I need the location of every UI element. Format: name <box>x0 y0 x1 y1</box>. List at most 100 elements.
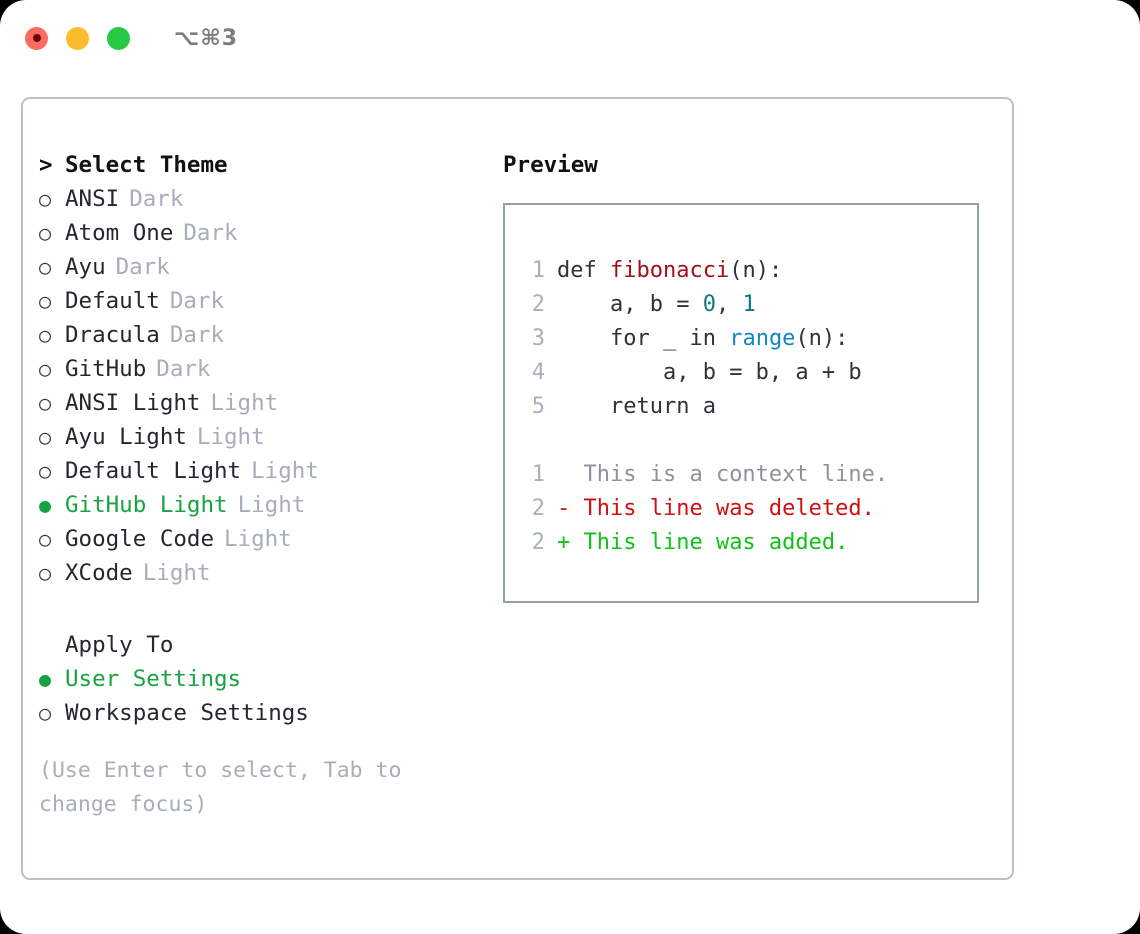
radio-unselected-icon[interactable]: ○ <box>39 425 52 449</box>
theme-list-item[interactable]: ○ Default Dark <box>39 284 479 318</box>
diff-line: 2- This line was deleted. <box>523 491 977 525</box>
code-indent <box>557 292 610 317</box>
code-line-content: return a <box>557 394 716 419</box>
line-number: 2 <box>531 291 545 317</box>
theme-item-label: GitHub <box>65 356 147 382</box>
theme-item-variant-tag: Light <box>237 492 306 518</box>
radio-unselected-icon[interactable]: ○ <box>39 289 52 313</box>
theme-item-label: Dracula <box>65 322 160 348</box>
code-line: 5 return a <box>523 389 977 423</box>
radio-unselected-icon[interactable]: ○ <box>39 701 52 725</box>
code-token-num: 1 <box>742 291 756 317</box>
radio-unselected-icon[interactable]: ○ <box>39 187 52 211</box>
minimize-button[interactable] <box>66 26 89 50</box>
zoom-button[interactable] <box>107 26 130 50</box>
theme-item-variant-tag: Dark <box>129 186 184 212</box>
theme-item-variant-tag: Dark <box>169 288 225 314</box>
close-dot-icon <box>32 34 41 42</box>
code-line-content: for _ in range(n): <box>557 326 848 351</box>
radio-selected-icon[interactable]: ● <box>39 667 52 691</box>
theme-item-label: Ayu Light <box>65 424 187 450</box>
theme-list-item[interactable]: ○ GitHub Dark <box>39 352 479 386</box>
theme-list-header-label: Select Theme <box>65 152 228 178</box>
apply-to-header: ○Apply To <box>39 628 479 662</box>
theme-item-label: Default <box>65 288 160 314</box>
radio-unselected-icon[interactable]: ○ <box>39 323 52 347</box>
line-number: 1 <box>531 257 545 283</box>
code-token-code: a, b = b, a + b <box>662 359 862 385</box>
radio-unselected-icon[interactable]: ○ <box>39 561 52 585</box>
theme-list-item[interactable]: ● GitHub Light Light <box>39 488 479 522</box>
keyboard-hint-text: (Use Enter to select, Tab to change focu… <box>39 758 402 817</box>
diff-line-text: This line was deleted. <box>570 495 875 521</box>
theme-item-variant-tag: Dark <box>169 322 225 348</box>
apply-to-item-label: User Settings <box>65 666 242 692</box>
code-indent <box>557 360 663 385</box>
code-line: 1 def fibonacci(n): <box>523 253 977 287</box>
theme-item-variant-tag: Light <box>251 458 319 484</box>
theme-item-variant-tag: Dark <box>156 356 211 382</box>
code-token-fn: fibonacci <box>609 257 730 283</box>
theme-item-label: XCode <box>65 560 133 586</box>
theme-item-variant-tag: Light <box>142 560 211 586</box>
code-indent <box>557 326 610 351</box>
theme-list-item[interactable]: ○ Atom One Dark <box>39 216 479 250</box>
radio-unselected-icon[interactable]: ○ <box>39 459 52 483</box>
radio-unselected-icon[interactable]: ○ <box>39 255 52 279</box>
title-bar: ⌥⌘3 <box>0 0 1140 76</box>
code-token-code: a, b = <box>609 291 703 317</box>
apply-to-item[interactable]: ○ Workspace Settings <box>39 696 479 730</box>
theme-list-item[interactable]: ○ Ayu Light Light <box>39 420 479 454</box>
radio-unselected-icon[interactable]: ○ <box>39 221 52 245</box>
prompt-caret-icon: > <box>39 151 53 178</box>
close-button[interactable] <box>25 26 48 50</box>
theme-item-variant-tag: Dark <box>115 254 170 280</box>
apply-to-item-label: Workspace Settings <box>65 700 309 726</box>
diff-sample: 1 This is a context line.2- This line wa… <box>523 457 977 559</box>
line-number: 5 <box>531 393 545 419</box>
diff-line: 1 This is a context line. <box>523 457 977 491</box>
code-line-content: a, b = 0, 1 <box>557 292 756 317</box>
line-number: 1 <box>531 461 545 487</box>
theme-item-label: Atom One <box>65 220 174 246</box>
theme-list-item[interactable]: ○ Google Code Light <box>39 522 479 556</box>
theme-list-item[interactable]: ○ XCode Light <box>39 556 479 590</box>
theme-list-header: > Select Theme <box>39 148 479 182</box>
apply-to-marker-placeholder: ○ <box>39 635 65 655</box>
code-indent <box>557 394 610 419</box>
theme-item-label: Google Code <box>65 526 215 552</box>
theme-list-item[interactable]: ○ ANSI Dark <box>39 182 479 216</box>
theme-item-label: Default Light <box>65 458 242 484</box>
code-token-code: (n): <box>795 325 849 351</box>
theme-item-label: ANSI Light <box>65 390 201 416</box>
keyboard-shortcut-label: ⌥⌘3 <box>174 25 239 51</box>
code-token-code: for _ in <box>609 325 730 351</box>
theme-item-label: Ayu <box>65 254 106 280</box>
theme-item-variant-tag: Dark <box>183 220 238 246</box>
apply-to-header-label: Apply To <box>65 632 174 658</box>
radio-selected-icon[interactable]: ● <box>39 493 52 517</box>
code-line-content: def fibonacci(n): <box>557 258 782 283</box>
code-token-num: 0 <box>702 291 716 317</box>
radio-unselected-icon[interactable]: ○ <box>39 357 52 381</box>
diff-line-text: This is a context line. <box>570 461 889 487</box>
theme-list-item[interactable]: ○ Ayu Dark <box>39 250 479 284</box>
theme-list-item[interactable]: ○ Dracula Dark <box>39 318 479 352</box>
theme-item-variant-tag: Light <box>196 424 265 450</box>
apply-to-item[interactable]: ● User Settings <box>39 662 479 696</box>
theme-list-item[interactable]: ○ Default Light Light <box>39 454 479 488</box>
theme-item-label: GitHub Light <box>65 492 228 518</box>
code-token-call: range <box>729 325 796 351</box>
radio-unselected-icon[interactable]: ○ <box>39 527 52 551</box>
line-number: 3 <box>531 325 545 351</box>
theme-item-label: ANSI <box>65 186 120 212</box>
diff-sign: + <box>557 529 571 555</box>
radio-unselected-icon[interactable]: ○ <box>39 391 52 415</box>
code-token-code: def <box>557 257 610 283</box>
hint-gap <box>39 730 479 754</box>
theme-item-variant-tag: Light <box>224 526 292 552</box>
